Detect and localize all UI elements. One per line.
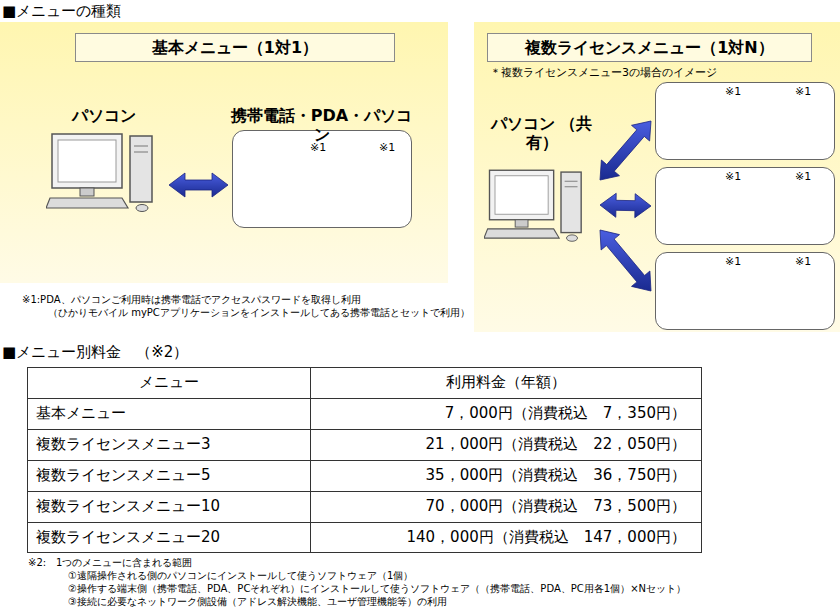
footnote: ②操作する端末側（携帯電話、PDA、PCそれぞれ）にインストールして使うソフトウ… — [68, 583, 833, 595]
computer-node: パソコン — [40, 100, 167, 220]
table-header: 利用料金（年額） — [310, 373, 701, 391]
table-cell: 複数ライセンスメニュー20 — [36, 528, 220, 546]
callout-number: ※1 — [795, 255, 811, 268]
table-cell: 複数ライセンスメニュー10 — [36, 497, 220, 515]
block-arrow — [600, 121, 651, 180]
device-group: ※1 ※1 — [655, 252, 835, 330]
block-arrow — [600, 193, 651, 217]
callout-number: ※1 — [725, 85, 741, 98]
device-group: ※1 ※1 — [655, 82, 835, 160]
device-group: ※1 ※1 — [655, 167, 835, 245]
table-cell: 70，000円（消費税込 73，500円） — [316, 497, 686, 515]
table-cell: 21，000円（消費税込 22，050円） — [316, 435, 686, 453]
footnote: ①遠隔操作される側のパソコンにインストールして使うソフトウェア（1個） — [68, 570, 413, 582]
group-heading: 携帯電話・PDA・パソコン — [225, 106, 418, 144]
footnote: ※2: 1つのメニューに含まれる範囲 — [28, 557, 192, 569]
panel-header: 複数ライセンスメニュー（1対N） — [487, 33, 812, 62]
callout-number: ※1 — [379, 141, 395, 154]
device-group: 携帯電話・PDA・パソコン※1 ※1 — [225, 102, 418, 228]
footnote: ③接続に必要なネットワーク側設備（アドレス解決機能、ユーザ管理機能等）の利用 — [68, 596, 447, 608]
panel-header: 基本メニュー（1対1） — [75, 33, 395, 62]
right-panel-ground — [474, 22, 840, 332]
node-label: パソコン — [40, 106, 167, 125]
pc-icon — [46, 134, 152, 212]
section-heading: ■メニューの種類 — [2, 2, 121, 20]
table-header: メニュー — [27, 373, 310, 391]
panel: 複数ライセンスメニュー（1対N） ＊複数ライセンスメニュー3の場合のイメージパソコ… — [474, 22, 840, 332]
pc-icon — [484, 170, 581, 241]
footnote: ※1:PDA、パソコンご利用時は携帯電話でアクセスパスワードを取得し利用 — [22, 294, 361, 306]
table-cell: 複数ライセンスメニュー5 — [36, 466, 211, 484]
table-cell: 35，000円（消費税込 36，750円） — [316, 466, 686, 484]
callout-number: ※1 — [725, 170, 741, 183]
footnote: （ひかりモバイル myPCアプリケーションをインストールしてある携帯電話とセット… — [48, 307, 470, 319]
computer-node: パソコン （共有） — [485, 110, 598, 250]
callout-number: ※1 — [795, 85, 811, 98]
callout-number: ※1 — [795, 170, 811, 183]
callout-number: ※1 — [310, 141, 326, 154]
section-heading: ■メニュー別料金 （※2） — [2, 343, 188, 361]
block-arrow — [169, 173, 228, 197]
image-note: ＊複数ライセンスメニュー3の場合のイメージ — [490, 66, 717, 79]
table-cell: 複数ライセンスメニュー3 — [36, 435, 211, 453]
table-cell: 140，000円（消費税込 147，000円） — [316, 528, 686, 546]
table-cell: 基本メニュー — [36, 404, 126, 422]
panel: 基本メニュー（1対1） パソコン 携帯電話・PDA・パソコン※1 ※1 — [0, 22, 448, 283]
block-arrow — [600, 230, 651, 291]
node-label: パソコン （共有） — [485, 114, 598, 152]
callout-number: ※1 — [725, 255, 741, 268]
left-panel-ground — [0, 22, 448, 283]
table-cell: 7，000円（消費税込 7，350円） — [316, 404, 686, 422]
